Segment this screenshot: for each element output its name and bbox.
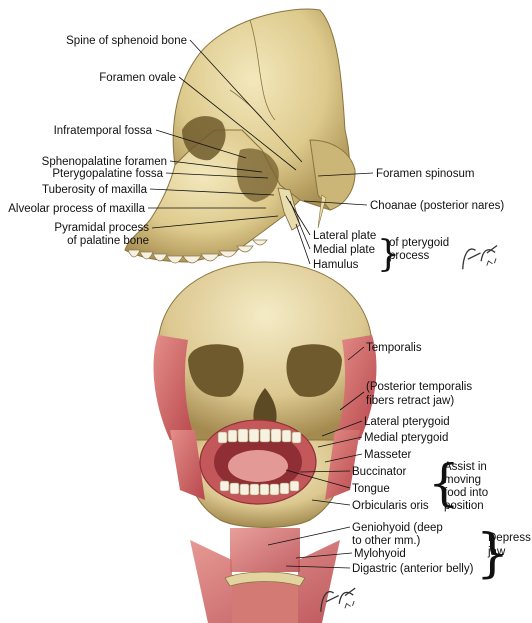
pterygoid-plates (277, 187, 301, 231)
label-lateral-plate: Lateral plate (313, 230, 376, 242)
lateral-labels: Spine of sphenoid bone Foramen ovale Inf… (8, 35, 504, 275)
orbit-left (188, 344, 244, 397)
neck-center (232, 575, 298, 623)
label-tongue: Tongue (352, 483, 390, 495)
netter-signature-top (462, 244, 498, 270)
label-sphenopalatine-foramen: Sphenopalatine foramen (42, 156, 167, 168)
label-foramen-ovale: Foramen ovale (99, 72, 176, 84)
hyoid-bone (224, 571, 306, 587)
frontal-upper-teeth (217, 428, 302, 444)
label-assist-line1: Assist in (444, 461, 487, 473)
label-infratemporal-fossa: Infratemporal fossa (54, 125, 153, 137)
label-pyramidal-process-line1: Pyramidal process (54, 222, 149, 234)
label-orbicularis-oris: Orbicularis oris (352, 500, 429, 512)
label-alveolar-process: Alveolar process of maxilla (8, 203, 145, 215)
label-geniohyoid-line2: to other mm.) (352, 535, 421, 547)
label-assist-line4: position (444, 500, 484, 512)
label-tuberosity-maxilla: Tuberosity of maxilla (42, 184, 148, 196)
cranial-vault (172, 8, 351, 211)
frontal-skull (153, 261, 377, 623)
label-masseter: Masseter (364, 449, 411, 461)
label-buccinator: Buccinator (352, 466, 407, 478)
orbit (182, 116, 226, 161)
label-choanae: Choanae (posterior nares) (370, 200, 504, 212)
infratemporal-region (236, 148, 279, 202)
frontal-leader-lines (267, 346, 365, 569)
lateral-leader-lines (148, 39, 374, 265)
netter-signature-bottom (320, 587, 356, 612)
label-assist-line2: moving (444, 474, 481, 486)
label-posterior-temporalis-line2: fibers retract jaw) (366, 395, 454, 407)
label-pterygopalatine-fossa: Pterygopalatine fossa (52, 168, 163, 180)
label-depress-line2: jaw (487, 546, 506, 558)
label-pterygoid-group-line1: of pterygoid (389, 237, 449, 249)
upper-teeth (127, 239, 268, 264)
frontal-lower-teeth (219, 480, 300, 496)
label-hamulus: Hamulus (313, 259, 359, 271)
label-foramen-spinosum: Foramen spinosum (376, 168, 474, 180)
label-digastric: Digastric (anterior belly) (352, 563, 474, 575)
temporalis-muscle-right (335, 335, 377, 440)
brace-pterygoid: } (377, 234, 400, 275)
label-posterior-temporalis-line1: (Posterior temporalis (366, 381, 472, 393)
label-pyramidal-process-line2: of palatine bone (67, 235, 149, 247)
label-medial-pterygoid: Medial pterygoid (364, 432, 448, 444)
brace-assist: { (428, 454, 460, 512)
label-spine-sphenoid: Spine of sphenoid bone (66, 35, 187, 47)
masseter-left (170, 430, 205, 500)
masseter-right (325, 430, 360, 500)
nasal-aperture (253, 388, 277, 428)
label-temporalis: Temporalis (366, 342, 422, 354)
label-pterygoid-group-line2: process (389, 250, 430, 262)
neck-muscles (190, 540, 340, 623)
styloid-process (317, 194, 327, 229)
brace-depress: } (476, 524, 509, 584)
frontal-labels: Temporalis (Posterior temporalis fibers … (352, 342, 531, 584)
lateral-skull (124, 8, 356, 264)
temporalis-muscle-left (153, 335, 195, 440)
label-mylohyoid: Mylohyoid (354, 548, 406, 560)
tongue (228, 450, 288, 482)
label-lateral-pterygoid: Lateral pterygoid (364, 416, 450, 428)
suprahyoid-muscles (230, 528, 300, 572)
orbit-right (286, 344, 342, 397)
label-geniohyoid-line1: Geniohyoid (deep (352, 522, 443, 534)
label-depress-line1: Depress (488, 532, 531, 544)
label-medial-plate: Medial plate (313, 244, 375, 256)
label-assist-line3: food into (444, 487, 488, 499)
